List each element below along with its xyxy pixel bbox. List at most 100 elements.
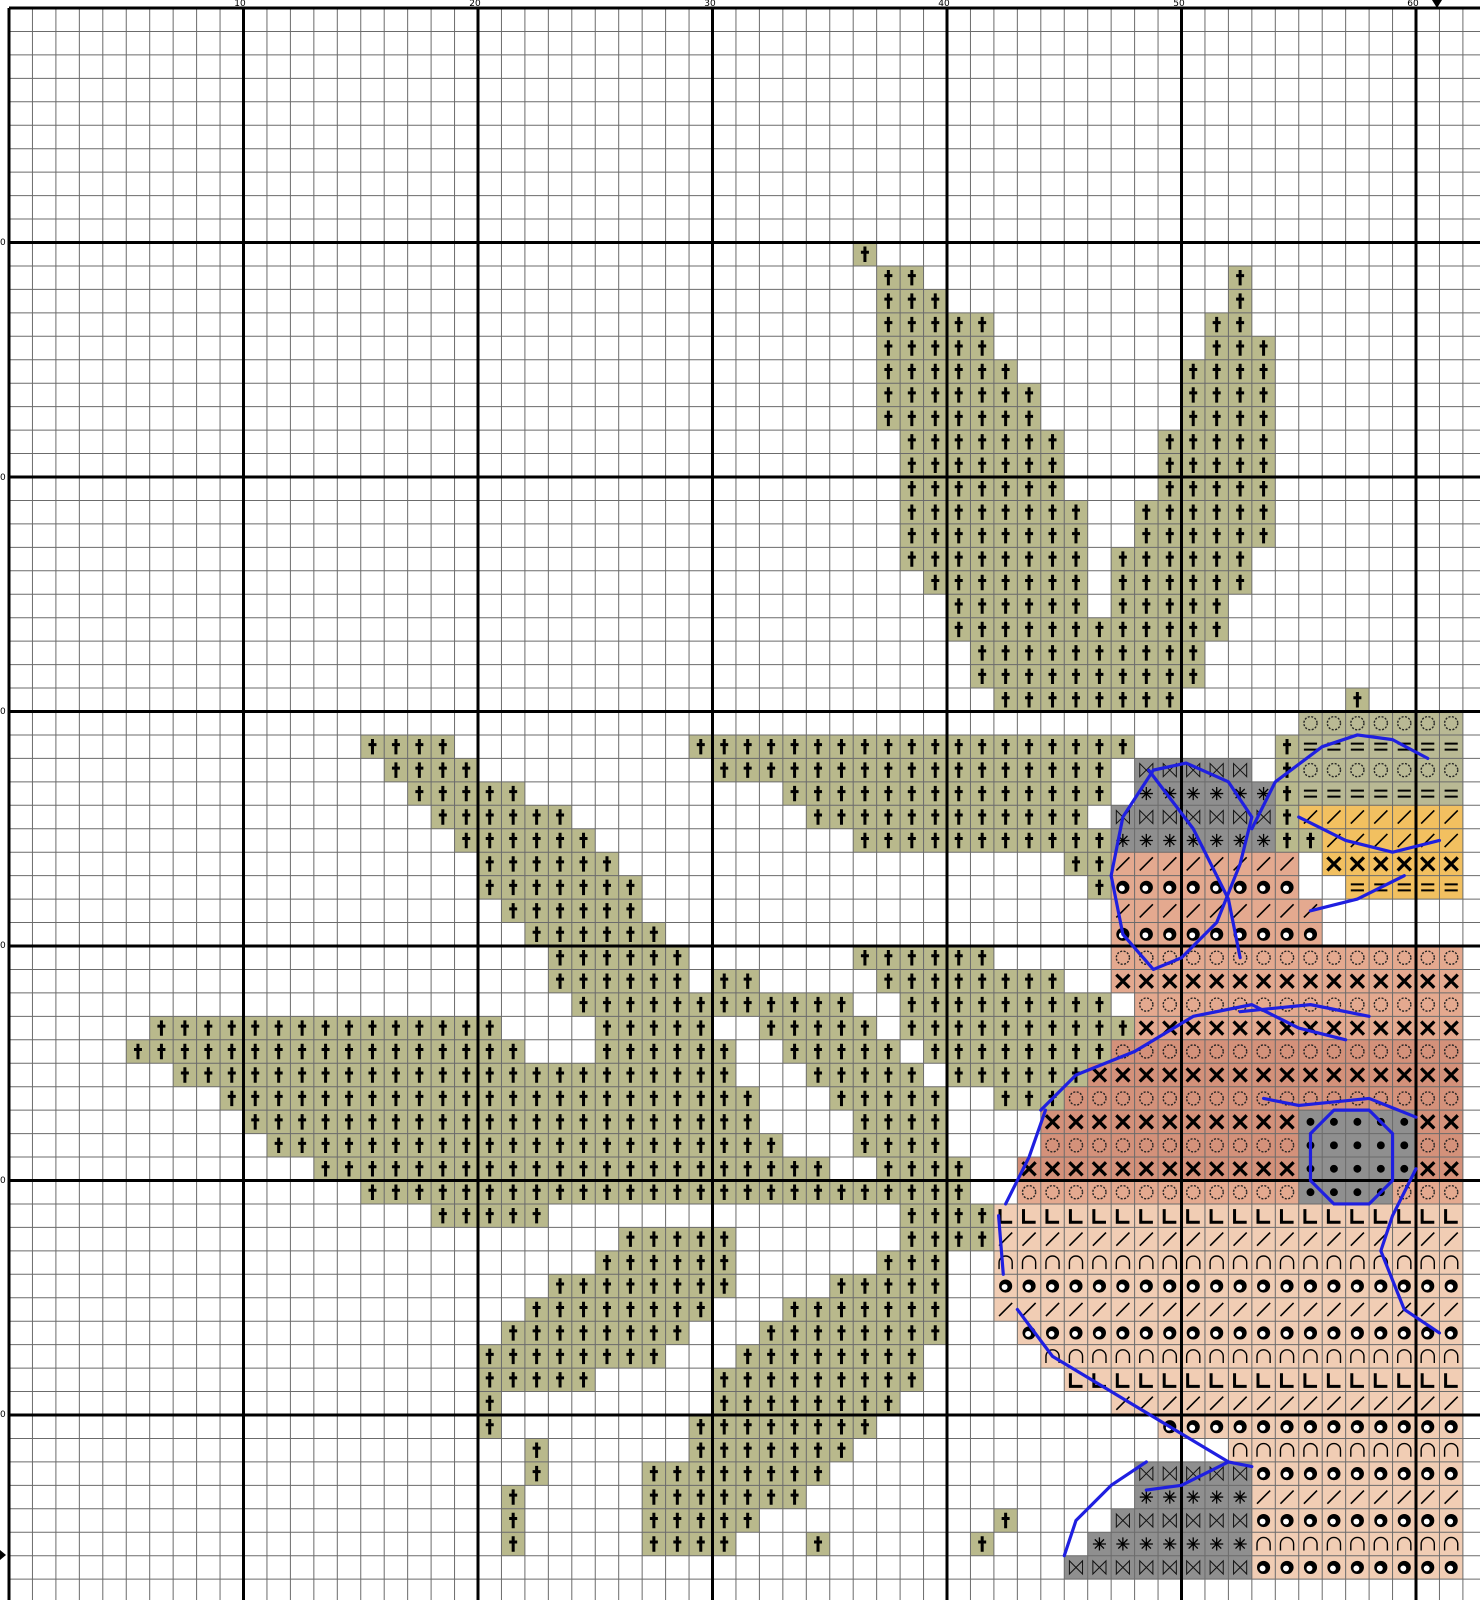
flower-stitch-cell bbox=[1393, 1251, 1416, 1274]
flower-stitch-cell bbox=[1135, 1134, 1158, 1157]
flower-stitch-cell bbox=[1275, 1532, 1298, 1555]
flower-stitch-cell bbox=[1369, 1532, 1392, 1555]
asterisk-symbol bbox=[1210, 1491, 1223, 1504]
filled-o-symbol-hole bbox=[1189, 1425, 1195, 1431]
flower-stitch-cell bbox=[1275, 1345, 1298, 1368]
filled-o-symbol-hole bbox=[1283, 1425, 1289, 1431]
flower-stitch-cell bbox=[1439, 712, 1462, 735]
filled-o-symbol-hole bbox=[1236, 1425, 1242, 1431]
flower-stitch-cell bbox=[1369, 1438, 1392, 1461]
flower-stitch-cell bbox=[1111, 1181, 1134, 1204]
flower-stitch-cell bbox=[1346, 782, 1369, 805]
left-axis-number: 0 bbox=[0, 238, 6, 248]
flower-stitch-cell bbox=[1017, 1181, 1040, 1204]
asterisk-symbol bbox=[1093, 1537, 1106, 1550]
filled-o-symbol-hole bbox=[1447, 1472, 1453, 1478]
flower-stitch-cell bbox=[1252, 1134, 1275, 1157]
flower-stitch-cell bbox=[1346, 1040, 1369, 1063]
flower-stitch-cell bbox=[1322, 1438, 1345, 1461]
flower-stitch-cell bbox=[1416, 946, 1439, 969]
flower-stitch-cell bbox=[1416, 1345, 1439, 1368]
filled-o-symbol-hole bbox=[1213, 932, 1219, 938]
flower-stitch-cell bbox=[1182, 1204, 1205, 1227]
filled-o-symbol-hole bbox=[1330, 1331, 1336, 1337]
flower-stitch-cell bbox=[1158, 993, 1181, 1016]
filled-o-symbol-hole bbox=[1260, 1284, 1266, 1290]
filled-o-symbol-hole bbox=[1377, 1519, 1383, 1525]
filled-o-symbol-hole bbox=[1072, 1331, 1078, 1337]
flower-stitch-cell bbox=[1416, 1181, 1439, 1204]
flower-stitch-cell bbox=[1393, 993, 1416, 1016]
filled-o-symbol-hole bbox=[1283, 1284, 1289, 1290]
flower-stitch-cell bbox=[1252, 1345, 1275, 1368]
asterisk-symbol bbox=[1257, 834, 1270, 847]
flower-stitch-cell bbox=[1299, 1251, 1322, 1274]
filled-o-symbol-hole bbox=[1025, 1331, 1031, 1337]
flower-stitch-cell bbox=[1252, 1204, 1275, 1227]
filled-o-symbol-hole bbox=[1400, 1519, 1406, 1525]
filled-o-symbol-hole bbox=[1353, 1331, 1359, 1337]
flower-stitch-cell bbox=[1158, 1134, 1181, 1157]
asterisk-symbol bbox=[1140, 1537, 1153, 1550]
flower-stitch-cell bbox=[1111, 1204, 1134, 1227]
flower-stitch-cell bbox=[1135, 1204, 1158, 1227]
filled-o-symbol-hole bbox=[1002, 1284, 1008, 1290]
filled-o-symbol-hole bbox=[1330, 1472, 1336, 1478]
top-axis-number: 40 bbox=[938, 0, 950, 9]
filled-o-symbol-hole bbox=[1283, 885, 1289, 891]
filled-o-symbol-hole bbox=[1072, 1284, 1078, 1290]
filled-o-symbol-hole bbox=[1189, 932, 1195, 938]
flower-stitch-cell bbox=[1322, 1204, 1345, 1227]
flower-stitch-cell bbox=[1439, 1345, 1462, 1368]
flower-stitch-cell bbox=[1369, 1040, 1392, 1063]
dot-symbol bbox=[1353, 1165, 1361, 1173]
flower-stitch-cell bbox=[1369, 993, 1392, 1016]
filled-o-symbol-hole bbox=[1166, 885, 1172, 891]
flower-stitch-cell bbox=[1064, 1134, 1087, 1157]
flower-stitch-cell bbox=[1299, 1532, 1322, 1555]
flower-stitch-cell bbox=[1299, 1438, 1322, 1461]
flower-stitch-cell bbox=[1369, 758, 1392, 781]
asterisk-symbol bbox=[1234, 1491, 1247, 1504]
flower-stitch-cell bbox=[1299, 1345, 1322, 1368]
flower-stitch-cell bbox=[1322, 758, 1345, 781]
flower-stitch-cell bbox=[1158, 1251, 1181, 1274]
filled-o-symbol-hole bbox=[1142, 1284, 1148, 1290]
flower-stitch-cell bbox=[1439, 1251, 1462, 1274]
flower-stitch-cell bbox=[1228, 1181, 1251, 1204]
flower-stitch-cell bbox=[1252, 1181, 1275, 1204]
filled-o-symbol-hole bbox=[1400, 1565, 1406, 1571]
flower-stitch-cell bbox=[1205, 1134, 1228, 1157]
flower-stitch-cell bbox=[1416, 1368, 1439, 1391]
asterisk-symbol bbox=[1187, 1491, 1200, 1504]
flower-stitch-cell bbox=[1439, 1040, 1462, 1063]
filled-o-symbol-hole bbox=[1424, 1284, 1430, 1290]
flower-stitch-cell bbox=[1135, 1181, 1158, 1204]
filled-o-symbol-hole bbox=[1447, 1284, 1453, 1290]
filled-o-symbol-hole bbox=[1213, 1284, 1219, 1290]
flower-stitch-cell bbox=[1041, 1181, 1064, 1204]
filled-o-symbol-hole bbox=[1142, 1331, 1148, 1337]
flower-stitch-cell bbox=[1182, 1181, 1205, 1204]
flower-stitch-cell bbox=[1275, 1040, 1298, 1063]
top-axis-number: 30 bbox=[704, 0, 716, 9]
filled-o-symbol-hole bbox=[1330, 1425, 1336, 1431]
flower-stitch-cell bbox=[1369, 782, 1392, 805]
flower-stitch-cell bbox=[1041, 1251, 1064, 1274]
flower-stitch-cell bbox=[1088, 1087, 1111, 1110]
filled-o-symbol-hole bbox=[1424, 1472, 1430, 1478]
filled-o-symbol-hole bbox=[1353, 1519, 1359, 1525]
filled-o-symbol-hole bbox=[1283, 1331, 1289, 1337]
filled-o-symbol-hole bbox=[1236, 885, 1242, 891]
filled-o-symbol-hole bbox=[1353, 1425, 1359, 1431]
flower-stitch-cell bbox=[1322, 1040, 1345, 1063]
flower-stitch-cell bbox=[1064, 1204, 1087, 1227]
filled-o-symbol-hole bbox=[1119, 1284, 1125, 1290]
filled-o-symbol-hole bbox=[1166, 932, 1172, 938]
flower-stitch-cell bbox=[1205, 1368, 1228, 1391]
filled-o-symbol-hole bbox=[1377, 1284, 1383, 1290]
asterisk-symbol bbox=[1163, 1537, 1176, 1550]
top-axis-number: 60 bbox=[1407, 0, 1419, 9]
flower-stitch-cell bbox=[1275, 1368, 1298, 1391]
filled-o-symbol-hole bbox=[1400, 1284, 1406, 1290]
